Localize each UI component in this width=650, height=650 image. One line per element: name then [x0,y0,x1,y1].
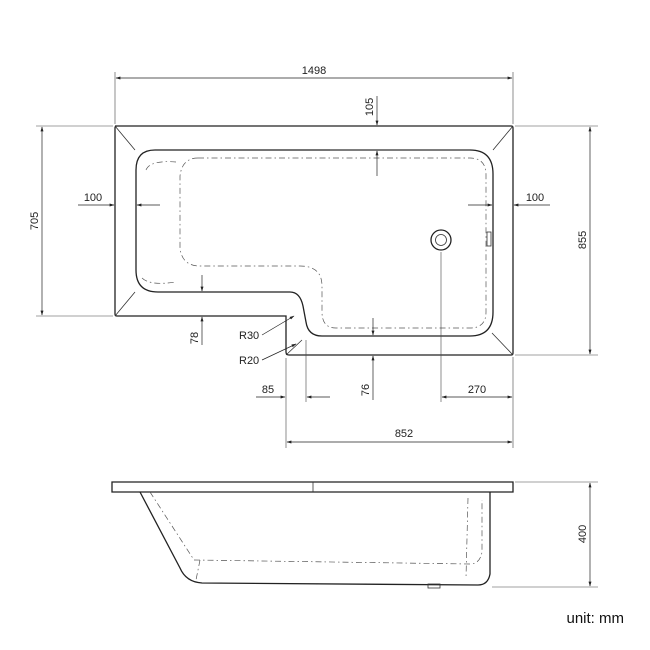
dim-height: 400 [492,481,598,588]
dim-step-depth-label: 78 [189,332,201,344]
plan-drain-outer [430,229,452,251]
dim-overall-width-label: 855 [577,231,589,249]
dim-front-rim-label: 76 [360,384,372,396]
plan-basin-floor [179,157,487,329]
dim-narrow-width-label: 705 [29,212,41,230]
side-waste [427,583,441,589]
dim-height-label: 400 [577,525,589,543]
dim-step-depth: 78 [189,275,204,345]
dim-step-offset: 85 [256,340,330,448]
plan-basin-outline [135,149,494,337]
dim-radius-small-label: R20 [239,355,259,367]
dim-waste-offset-label: 270 [468,384,486,396]
dim-overall-length: 1498 [114,65,514,124]
dim-left-rim-label: 100 [84,192,102,204]
side-view [111,481,514,589]
dim-overall-width: 855 [515,125,598,356]
plan-overflow [486,231,492,247]
side-rim [111,481,514,493]
dim-back-rim-label: 105 [364,98,376,116]
side-body [139,491,491,586]
dim-wide-section: 852 [286,428,513,444]
plan-view [114,125,514,356]
dim-wide-section-label: 852 [395,428,413,440]
dim-left-rim: 100 [78,192,160,207]
plan-rim-bevels [114,125,514,356]
dim-waste-offset: 270 [440,252,514,448]
plan-basin-floor-inner [141,161,177,284]
plan-drain-inner [435,234,447,246]
dim-narrow-width: 705 [29,125,113,317]
dim-front-rim: 76 [360,318,375,400]
dim-right-rim: 100 [468,192,550,207]
plan-outer-rim [114,125,514,356]
dim-back-rim: 105 [330,96,470,176]
dim-radius-large-label: R30 [239,330,259,342]
dim-overall-length-label: 1498 [302,65,326,77]
side-inner-profile [149,491,483,565]
dim-right-rim-label: 100 [526,192,544,204]
unit-label: unit: mm [566,610,624,627]
dim-step-offset-label: 85 [262,384,274,396]
dim-radii: R30 R20 [239,315,297,367]
